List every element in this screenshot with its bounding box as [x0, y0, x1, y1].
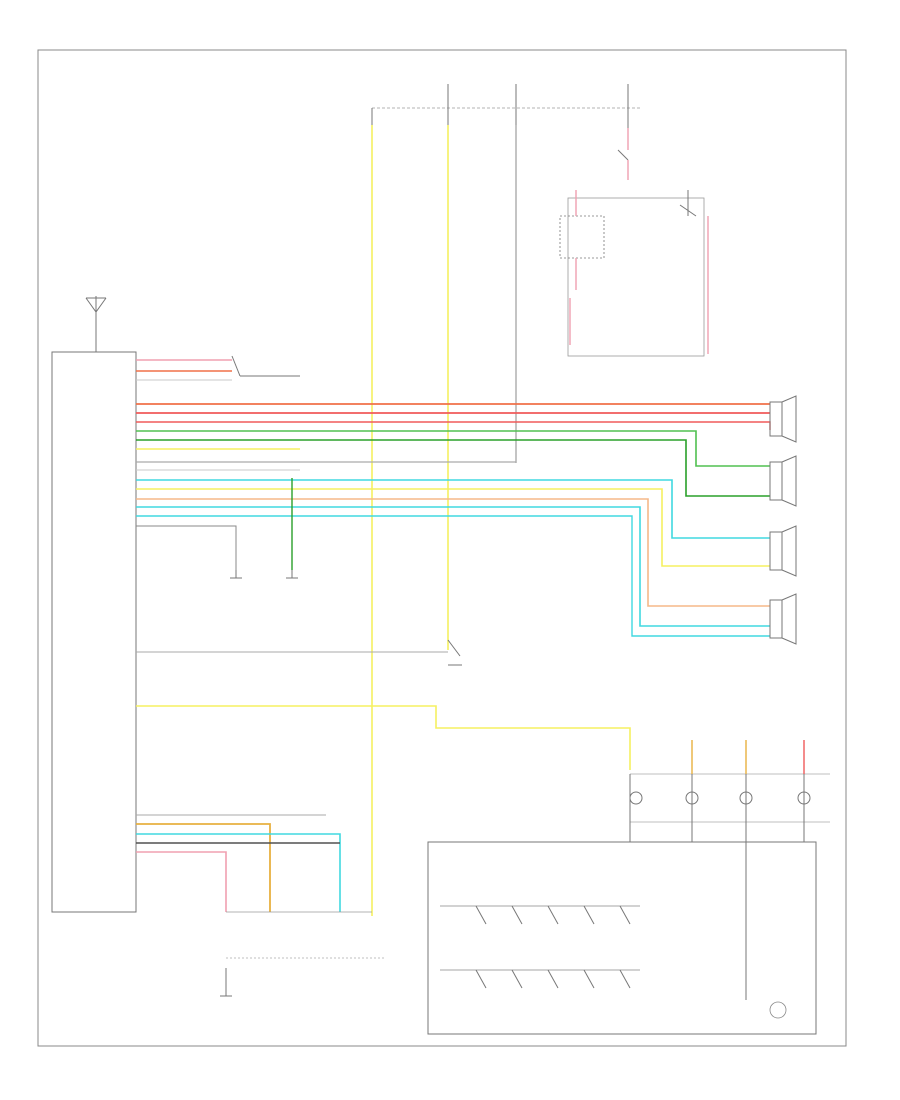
speaker-wire-bundle	[136, 355, 771, 637]
audio-unit-box	[51, 351, 137, 913]
speaker-front-left	[769, 455, 797, 507]
lamp-row	[629, 740, 830, 1000]
lower-wire-bundle	[136, 814, 372, 913]
top-fuse-block	[371, 84, 640, 161]
lamp-symbol	[685, 791, 699, 805]
control-wires	[136, 639, 631, 770]
steering-switch-box	[427, 841, 817, 1035]
relay-switch-box	[559, 160, 709, 357]
lamp-symbol	[797, 791, 811, 805]
clock-spring-symbol	[769, 1001, 787, 1019]
switch-row-upper	[440, 905, 640, 925]
speaker-rear-right	[769, 525, 797, 577]
speaker-front-right	[769, 395, 797, 443]
switch-row-lower	[440, 969, 640, 989]
ground-symbol	[286, 570, 298, 579]
lamp-symbol	[629, 791, 643, 805]
speaker-rear-left	[769, 593, 797, 645]
antenna-symbol	[85, 296, 107, 352]
lamp-symbol	[739, 791, 753, 805]
ground-symbol	[220, 968, 232, 997]
ground-symbol	[230, 570, 242, 579]
diagram-frame	[37, 49, 847, 1047]
